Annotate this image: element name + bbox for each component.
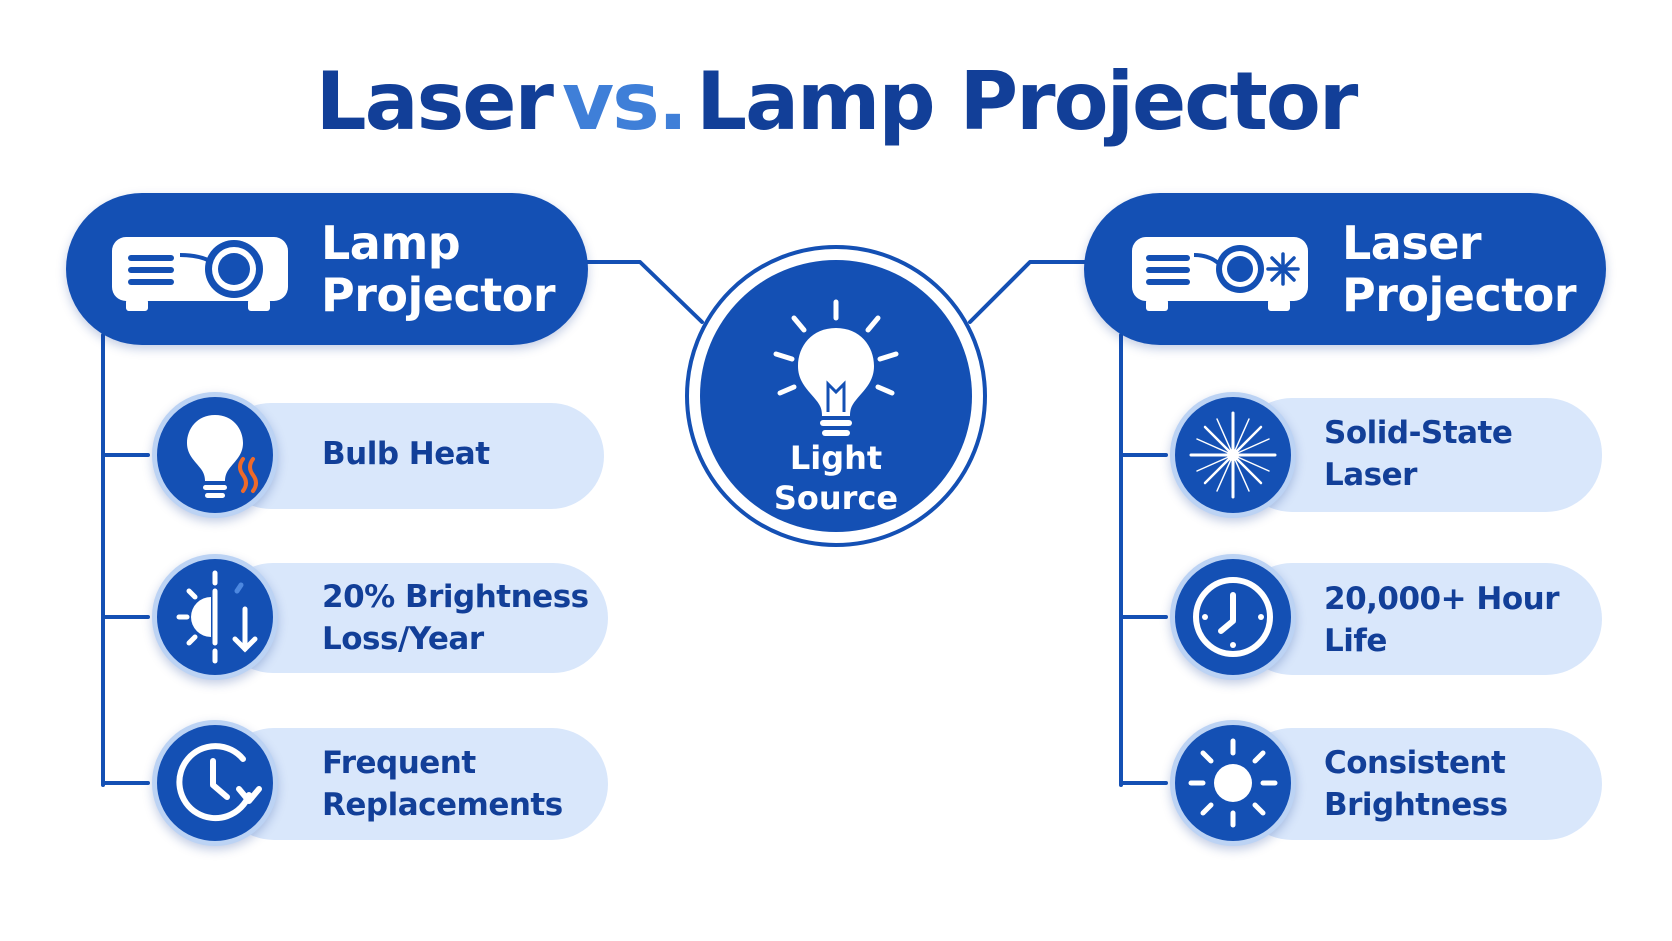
lamp-item-1-line1: Bulb Heat <box>322 436 490 472</box>
laser-item-3-line2: Brightness <box>1324 787 1508 823</box>
lightbulb-icon <box>773 299 899 436</box>
lamp-item-bulb-heat <box>218 403 604 509</box>
laser-item-2-line1: 20,000+ Hour <box>1324 581 1560 617</box>
laser-item-hour-life <box>1236 563 1602 675</box>
lamp-item-brightness-loss <box>218 563 608 673</box>
title-vs: vs. <box>561 55 688 148</box>
laser-header-title-line2: Projector <box>1342 268 1577 322</box>
laser-burst-icon <box>1189 411 1277 499</box>
light-source-hub: Light Source <box>685 245 987 547</box>
laser-projector-icon <box>1132 237 1308 311</box>
hub-label-line1: Light <box>789 439 883 477</box>
hot-bulb-icon <box>187 415 258 498</box>
title-laser: Laser <box>315 55 554 148</box>
title-lamp-projector: Lamp Projector <box>696 55 1358 148</box>
lamp-item-frequent-replacements <box>218 728 608 840</box>
lamp-hub-connector <box>583 260 704 324</box>
dimming-sun-icon <box>176 570 258 664</box>
laser-projector-header: Laser Projector <box>1084 193 1606 345</box>
laser-item-2-line2: Life <box>1324 623 1387 659</box>
projector-icon <box>112 237 288 311</box>
laser-item-3-line1: Consistent <box>1324 745 1506 781</box>
lamp-header-title-line1: Lamp <box>321 216 461 270</box>
lamp-item-2-line1: 20% Brightness <box>322 579 589 615</box>
lamp-projector-header: Lamp Projector <box>66 193 588 345</box>
lamp-item-3-line1: Frequent <box>322 745 476 781</box>
sun-icon <box>1188 738 1278 828</box>
laser-header-title-line1: Laser <box>1342 216 1482 270</box>
lamp-item-2-line2: Loss/Year <box>322 621 484 657</box>
hub-label-line2: Source <box>773 479 899 517</box>
lamp-item-3-line2: Replacements <box>322 787 563 823</box>
laser-item-consistent-brightness <box>1236 728 1602 840</box>
laser-item-1-line2: Laser <box>1324 457 1417 493</box>
laser-item-1-line1: Solid-State <box>1324 415 1513 451</box>
lamp-header-title-line2: Projector <box>321 268 556 322</box>
laser-item-solid-state <box>1236 398 1602 512</box>
laser-hub-connector <box>968 260 1090 324</box>
clock-refresh-icon <box>176 743 262 822</box>
clock-icon <box>1193 577 1273 657</box>
